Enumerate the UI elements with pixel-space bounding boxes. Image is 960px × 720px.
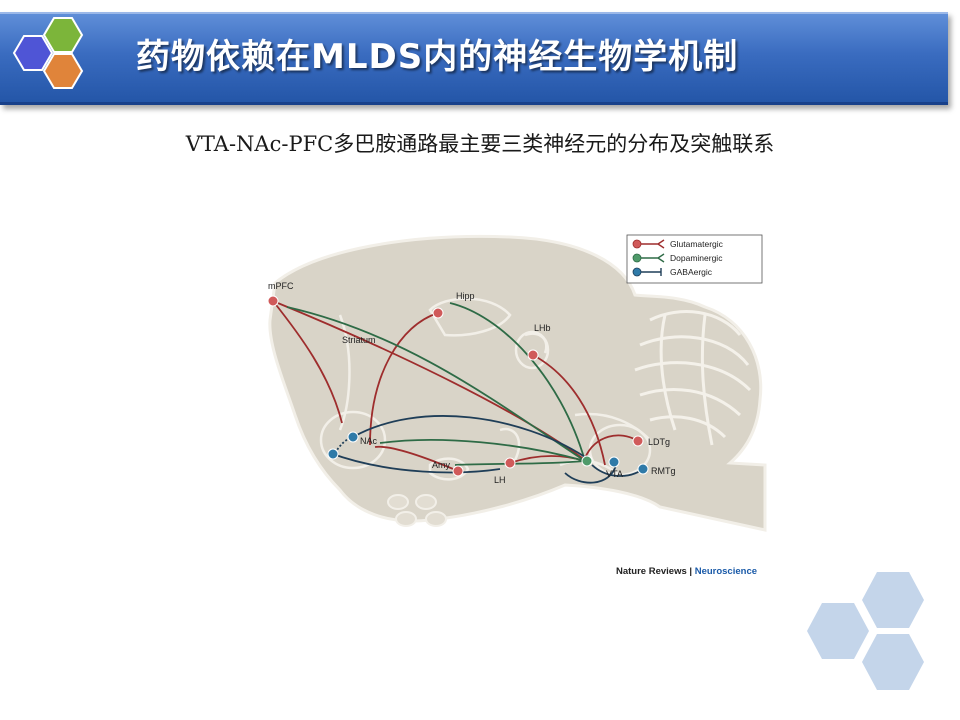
- credit-journal: Nature Reviews: [616, 566, 687, 577]
- legend-label-glutamatergic: Glutamatergic: [670, 239, 724, 249]
- credit-separator: |: [686, 566, 695, 577]
- legend-label-gabaergic: GABAergic: [670, 267, 713, 277]
- glutamatergic-neuron-mpfc: [267, 295, 279, 307]
- dopaminergic-marker-icon: [632, 253, 642, 263]
- glutamatergic-marker-icon: [632, 239, 642, 249]
- gabaergic-pathway-nac-vta: [352, 415, 586, 458]
- gabaergic-neuron-rmtg: [637, 463, 649, 475]
- region-label-vta: VTA: [606, 469, 623, 479]
- blue-hexagon-icon: [12, 35, 54, 71]
- glutamatergic-neuron-amy: [452, 465, 464, 477]
- dopaminergic-pathway-vta-hipp: [449, 302, 586, 462]
- legend-item-glutamatergic: Glutamatergic: [632, 239, 724, 249]
- gabaergic-pathway-rmtg-vta: [591, 464, 643, 477]
- slide-title: 药物依赖在MLDS内的神经生物学机制: [136, 37, 739, 77]
- brain-silhouette: [268, 234, 767, 532]
- title-bar: [0, 12, 948, 105]
- region-label-lhb: LHb: [534, 323, 551, 333]
- neurons: [267, 295, 649, 477]
- gabaergic-neuron-nac-2: [327, 448, 339, 460]
- glutamatergic-neuron-lh: [504, 457, 516, 469]
- glutamatergic-pathway-lhb-rmtg: [532, 354, 606, 466]
- hexagon-logo-icon: [12, 17, 84, 89]
- legend-item-dopaminergic: Dopaminergic: [632, 253, 723, 263]
- dopaminergic-neuron-vta: [581, 455, 593, 467]
- legend-label-dopaminergic: Dopaminergic: [670, 253, 723, 263]
- dopaminergic-pathway-vta-nac: [379, 438, 586, 462]
- credit-section: Neuroscience: [694, 566, 758, 577]
- region-label-hipp: Hipp: [456, 291, 475, 301]
- region-label-rmtg: RMTg: [651, 466, 676, 476]
- glutamatergic-neuron-ldtg: [632, 435, 644, 447]
- legend: Glutamatergic Dopaminergic GABAergic: [626, 234, 763, 284]
- dopaminergic-pathway-vta-amy: [454, 460, 586, 466]
- glutamatergic-pathway-mpfc-nac: [272, 300, 343, 424]
- region-label-amy: Amy: [432, 460, 451, 470]
- region-label-mpfc: mPFC: [268, 281, 294, 291]
- gabaergic-pathway-vta-local: [564, 464, 617, 484]
- region-label-nac: NAc: [360, 436, 378, 446]
- glutamatergic-pathway-mpfc-vta: [272, 300, 586, 461]
- decorative-hexagons-icon: [807, 572, 924, 690]
- legend-item-gabaergic: GABAergic: [632, 267, 713, 277]
- glutamatergic-pathway-ldtg-vta: [584, 434, 639, 459]
- cerebellum: [634, 310, 752, 446]
- region-label-ldtg: LDTg: [648, 437, 670, 447]
- region-label-lh: LH: [494, 475, 506, 485]
- orange-hexagon-icon: [42, 53, 84, 89]
- green-hexagon-icon: [42, 17, 84, 53]
- glutamatergic-pathway-hipp-nac: [369, 312, 439, 446]
- pathways: [272, 300, 643, 484]
- figure-credit: Nature Reviews | Neuroscience: [616, 566, 757, 577]
- gabaergic-marker-icon: [632, 267, 642, 277]
- gabaergic-pathway-nac-lh: [329, 452, 501, 474]
- gabaergic-neuron-vta: [608, 456, 620, 468]
- brain-pathway-diagram: mPFC Hipp Striatum LHb NAc Amy LH LDTg V…: [180, 225, 770, 585]
- glutamatergic-neuron-hipp: [432, 307, 444, 319]
- region-label-striatum: Striatum: [342, 335, 376, 345]
- gabaergic-neuron-nac-1: [347, 431, 359, 443]
- glutamatergic-neuron-lhb: [527, 349, 539, 361]
- slide-subtitle: VTA-NAc-PFC多巴胺通路最主要三类神经元的分布及突触联系: [185, 132, 775, 156]
- glutamatergic-pathway-amy-nac: [374, 445, 459, 472]
